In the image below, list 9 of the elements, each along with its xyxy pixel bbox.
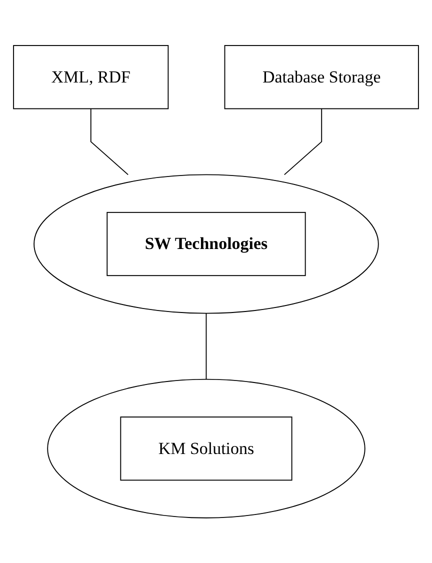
node-box: KM Solutions [120,416,292,480]
connector [206,312,207,380]
node-box: XML, RDF [13,44,169,109]
cluster [34,174,379,314]
node-box: SW Technologies [106,212,306,276]
connector [90,108,129,175]
connector [284,108,322,175]
cluster [47,378,366,518]
node-box: Database Storage [224,44,419,109]
